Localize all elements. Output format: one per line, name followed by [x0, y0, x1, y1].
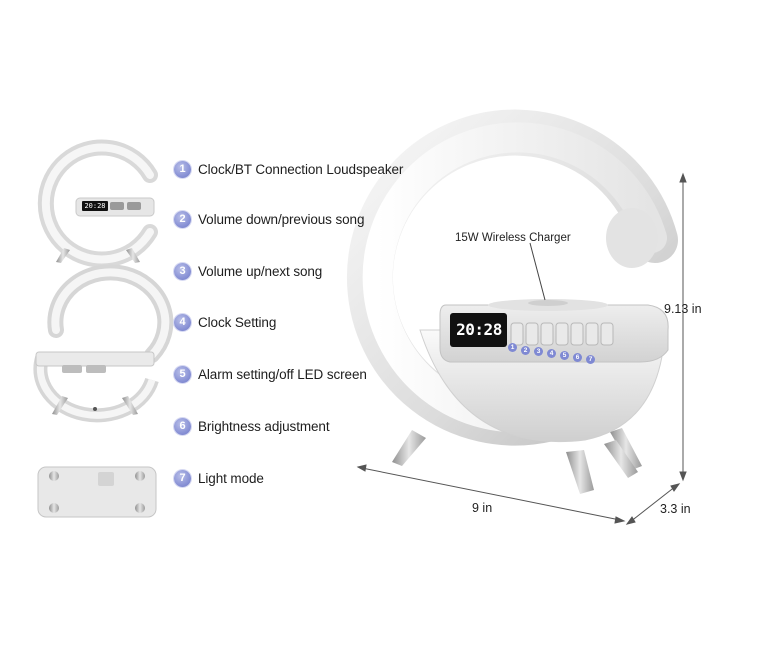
- thumbnail-bottom-view: [37, 466, 157, 518]
- thumbnail-side-view: [33, 264, 174, 423]
- number-badge: 7: [174, 469, 191, 487]
- feature-item-3: 3 Volume up/next song: [174, 260, 322, 282]
- number-badge: 4: [174, 313, 191, 331]
- number-badge: 2: [174, 210, 191, 228]
- feature-item-4: 4 Clock Setting: [174, 311, 276, 333]
- feature-item-5: 5 Alarm setting/off LED screen: [174, 363, 367, 385]
- button-marker-6: 6: [573, 353, 582, 362]
- depth-dimension-label: 3.3 in: [660, 502, 691, 516]
- thumbnail-clock-display: 20:28: [84, 202, 106, 210]
- feature-label: Brightness adjustment: [198, 418, 330, 434]
- button-marker-2: 2: [521, 346, 530, 355]
- feature-label: Volume down/previous song: [198, 211, 365, 227]
- feature-label: Light mode: [198, 470, 264, 486]
- button-marker-4: 4: [547, 349, 556, 358]
- thumbnail-front-view: [37, 139, 158, 268]
- feature-item-1: 1 Clock/BT Connection Loudspeaker: [174, 158, 403, 180]
- wireless-charger-callout: 15W Wireless Charger: [455, 232, 571, 244]
- main-clock-display: 20:28: [456, 320, 502, 339]
- number-badge: 1: [174, 160, 191, 178]
- button-marker-5: 5: [560, 351, 569, 360]
- width-dimension-label: 9 in: [472, 501, 493, 515]
- feature-label: Clock/BT Connection Loudspeaker: [198, 161, 404, 177]
- feature-item-6: 6 Brightness adjustment: [174, 415, 330, 437]
- feature-label: Clock Setting: [198, 314, 277, 330]
- feature-label: Volume up/next song: [198, 263, 323, 279]
- number-badge: 3: [174, 262, 191, 280]
- height-dimension-label: 9.13 in: [664, 302, 702, 316]
- button-marker-1: 1: [508, 343, 517, 352]
- main-product: [346, 109, 678, 494]
- feature-item-2: 2 Volume down/previous song: [174, 208, 364, 230]
- feature-label: Alarm setting/off LED screen: [198, 366, 367, 382]
- button-marker-7: 7: [586, 355, 595, 364]
- dimension-lines: [356, 172, 687, 525]
- button-marker-3: 3: [534, 347, 543, 356]
- number-badge: 5: [174, 365, 191, 383]
- number-badge: 6: [174, 417, 191, 435]
- feature-item-7: 7 Light mode: [174, 467, 264, 489]
